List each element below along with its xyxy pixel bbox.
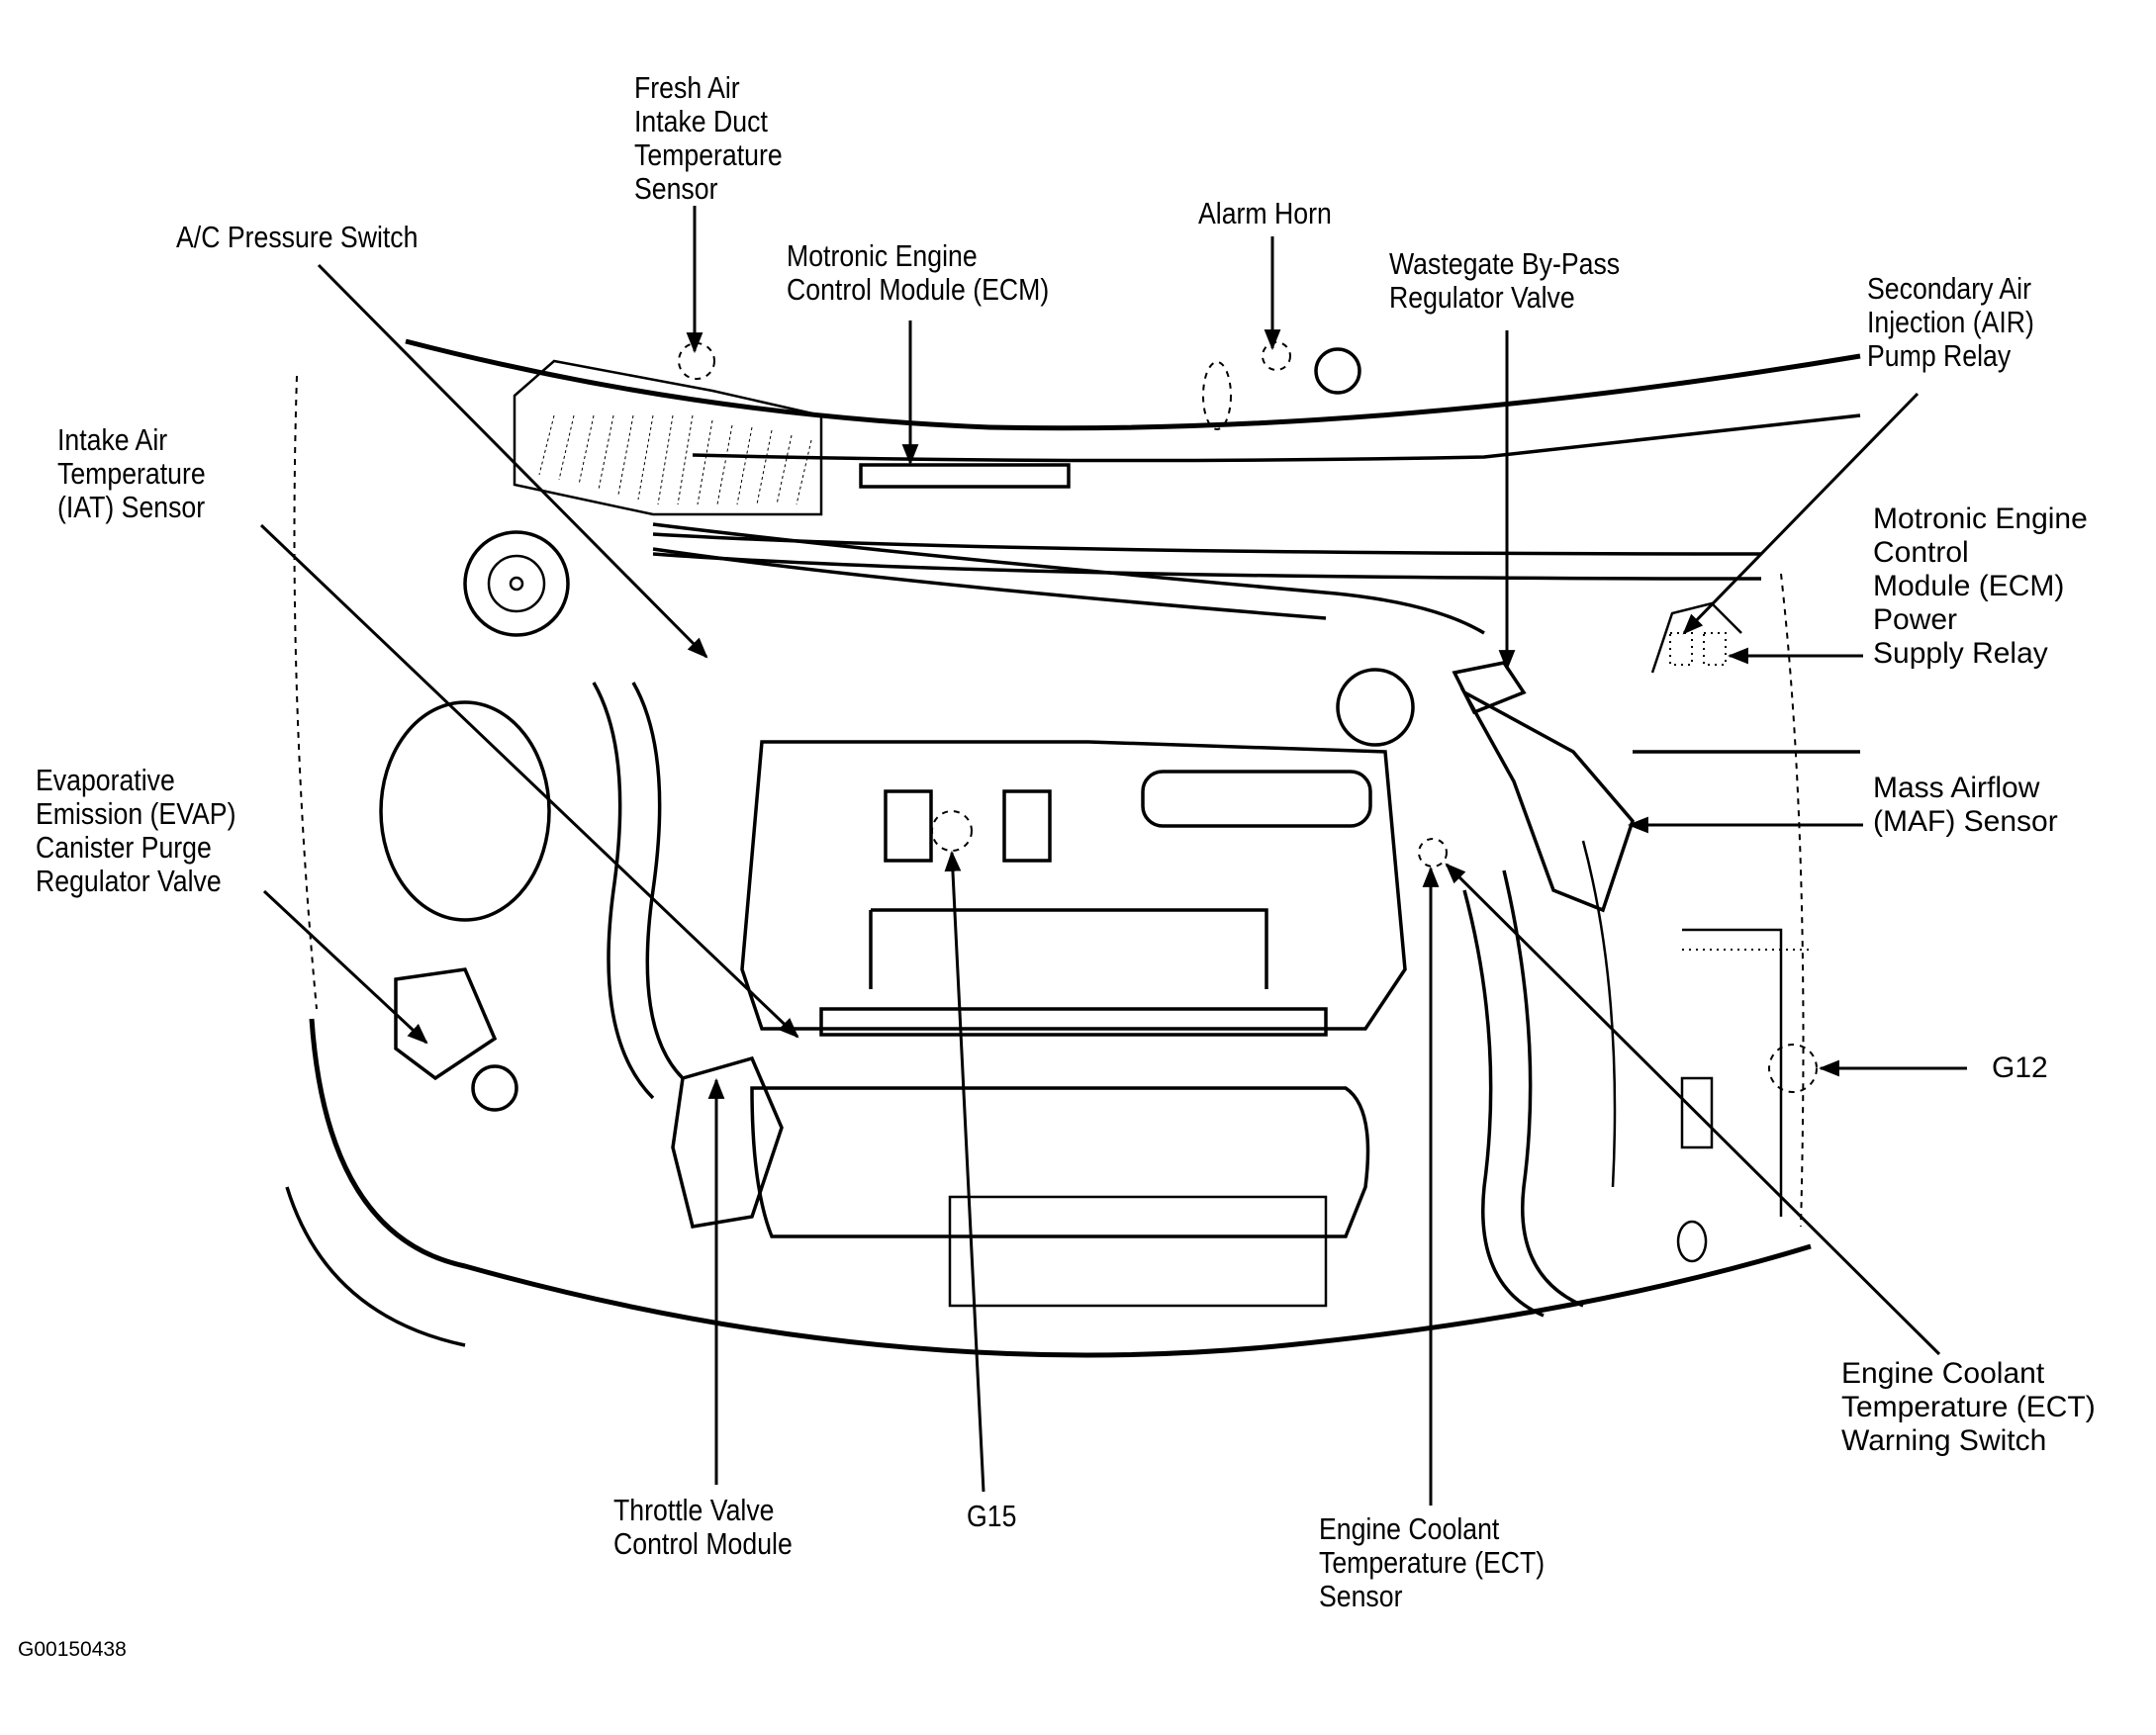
valve-cover: [740, 740, 1407, 1031]
throttle-body: [671, 1055, 784, 1229]
leader-evap: [262, 889, 428, 1045]
evap-valve: [394, 967, 498, 1081]
fresh-air-sensor-body: [678, 342, 715, 380]
label-evap-canister-purge-regulator-valve: Evaporative Emission (EVAP) Canister Pur…: [36, 763, 236, 898]
air-pump-relay: [1669, 632, 1693, 666]
label-fresh-air-intake-duct-temperature-sensor: Fresh Air Intake Duct Temperature Sensor: [634, 70, 783, 206]
air-hose: [652, 522, 1485, 635]
label-wastegate-bypass-regulator-valve: Wastegate By-Pass Regulator Valve: [1389, 246, 1621, 315]
leader-g15: [944, 850, 985, 1493]
g12-location: [1768, 1044, 1818, 1093]
alarm-horn-mount: [1262, 341, 1291, 371]
cowl-inner-edge: [692, 413, 1861, 463]
ecm-box: [859, 463, 1071, 489]
front-bumper-edge: [309, 1018, 1812, 1358]
leader-air-pump-relay: [1682, 392, 1920, 635]
ignition-coils: [884, 770, 1372, 863]
label-g12: G12: [1992, 1051, 2048, 1084]
label-ect-warning-switch: Engine Coolant Temperature (ECT) Warning…: [1841, 1357, 2096, 1457]
leader-lines: [259, 206, 1967, 1506]
label-throttle-valve-control-module: Throttle Valve Control Module: [613, 1493, 793, 1561]
engine-bay-drawing: [285, 338, 1861, 1358]
leader-ac-pressure-switch: [317, 263, 708, 659]
fuel-rail: [819, 1007, 1328, 1037]
label-motronic-ecm: Motronic Engine Control Module (ECM): [787, 238, 1050, 307]
coolant-reservoir: [379, 700, 551, 922]
cowl-grille: [513, 359, 823, 516]
leader-iat: [259, 523, 799, 1039]
cowl-lower-edge: [652, 532, 1762, 556]
leader-ect-warning: [1445, 863, 1941, 1356]
label-ac-pressure-switch: A/C Pressure Switch: [176, 220, 419, 254]
label-motronic-ecm-power-supply-relay: Motronic Engine Control Module (ECM) Pow…: [1873, 502, 2088, 670]
label-ect-sensor: Engine Coolant Temperature (ECT) Sensor: [1319, 1511, 1546, 1613]
g15-location: [931, 810, 973, 852]
grille-hatching: [538, 414, 812, 505]
label-mass-airflow-sensor: Mass Airflow (MAF) Sensor: [1873, 772, 2058, 838]
maf-tube: [1459, 687, 1635, 913]
ecm-power-relay: [1703, 632, 1727, 666]
label-g15: G15: [967, 1499, 1017, 1533]
figure-id: G00150438: [18, 1638, 127, 1661]
intake-manifold: [750, 1086, 1370, 1238]
brake-fluid-reservoir: [463, 530, 570, 637]
label-intake-air-temperature-sensor: Intake Air Temperature (IAT) Sensor: [57, 422, 206, 524]
cowl-top-edge: [405, 338, 1861, 431]
ect-sensor-location: [1418, 838, 1448, 868]
label-alarm-horn: Alarm Horn: [1198, 196, 1332, 230]
wastegate-valve: [1452, 661, 1527, 715]
label-secondary-air-injection-pump-relay: Secondary Air Injection (AIR) Pump Relay: [1867, 271, 2034, 373]
